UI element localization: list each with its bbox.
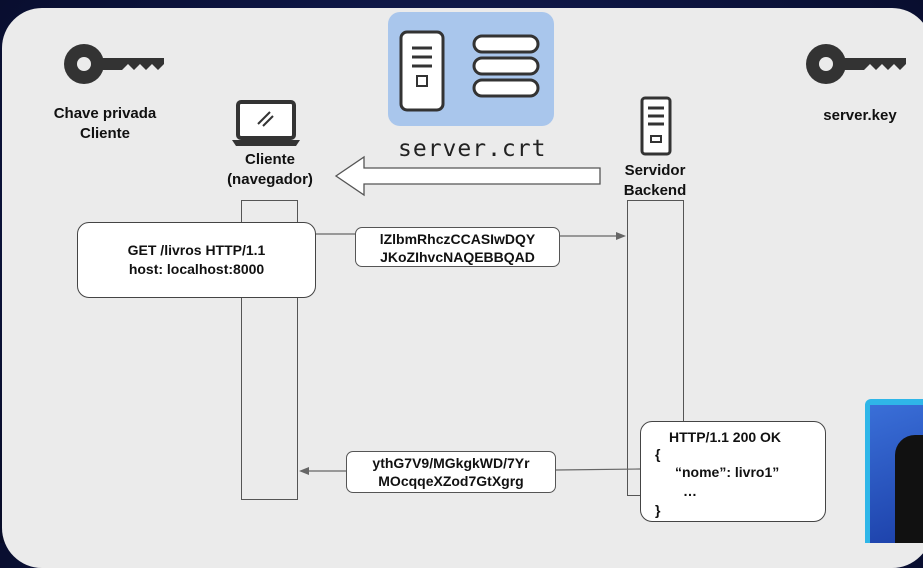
server-key-label: server.key bbox=[823, 107, 897, 124]
presenter-silhouette bbox=[895, 435, 923, 543]
encrypted-response-line-2: MOcqqeXZod7GtXgrg bbox=[378, 473, 524, 489]
request-line-2: host: localhost:8000 bbox=[128, 261, 265, 277]
response-brace-close: } bbox=[655, 502, 661, 518]
request-line-1: GET /livros HTTP/1.1 bbox=[127, 242, 266, 258]
server-label: Servidor Backend bbox=[600, 161, 710, 201]
server-label-line1: Servidor bbox=[624, 162, 686, 179]
response-status: HTTP/1.1 200 OK bbox=[669, 429, 782, 445]
response-box: HTTP/1.1 200 OK { “nome”: livro1” … } bbox=[640, 421, 826, 522]
certificate-icon bbox=[399, 30, 540, 112]
client-label: Cliente (navegador) bbox=[205, 150, 335, 190]
webcam-overlay bbox=[865, 399, 923, 543]
response-ellipsis: … bbox=[683, 483, 697, 499]
client-key-label-line2: Cliente bbox=[79, 125, 130, 142]
response-brace-open: { bbox=[655, 446, 661, 462]
client-key-label-line1: Chave privada bbox=[53, 105, 157, 122]
encrypted-request-line-1: lZlbmRhczCCASIwDQY bbox=[379, 231, 536, 247]
encrypted-request: lZlbmRhczCCASIwDQY JKoZIhvcNAQEBBQAD bbox=[355, 227, 560, 267]
client-label-line2: (navegador) bbox=[227, 171, 313, 188]
certificate-card bbox=[388, 12, 554, 126]
certificate-label: server.crt bbox=[398, 136, 547, 162]
client-key-label: Chave privada Cliente bbox=[30, 104, 180, 144]
encrypted-request-line-2: JKoZIhvcNAQEBBQAD bbox=[380, 249, 535, 265]
server-label-line2: Backend bbox=[623, 182, 687, 199]
client-label-line1: Cliente bbox=[244, 151, 295, 168]
response-body-line: “nome”: livro1” bbox=[675, 464, 780, 480]
encrypted-response-line-1: ythG7V9/MGkgkWD/7Yr bbox=[372, 455, 530, 471]
encrypted-response: ythG7V9/MGkgkWD/7Yr MOcqqeXZod7GtXgrg bbox=[346, 451, 556, 493]
request-box: GET /livros HTTP/1.1 host: localhost:800… bbox=[77, 222, 316, 298]
